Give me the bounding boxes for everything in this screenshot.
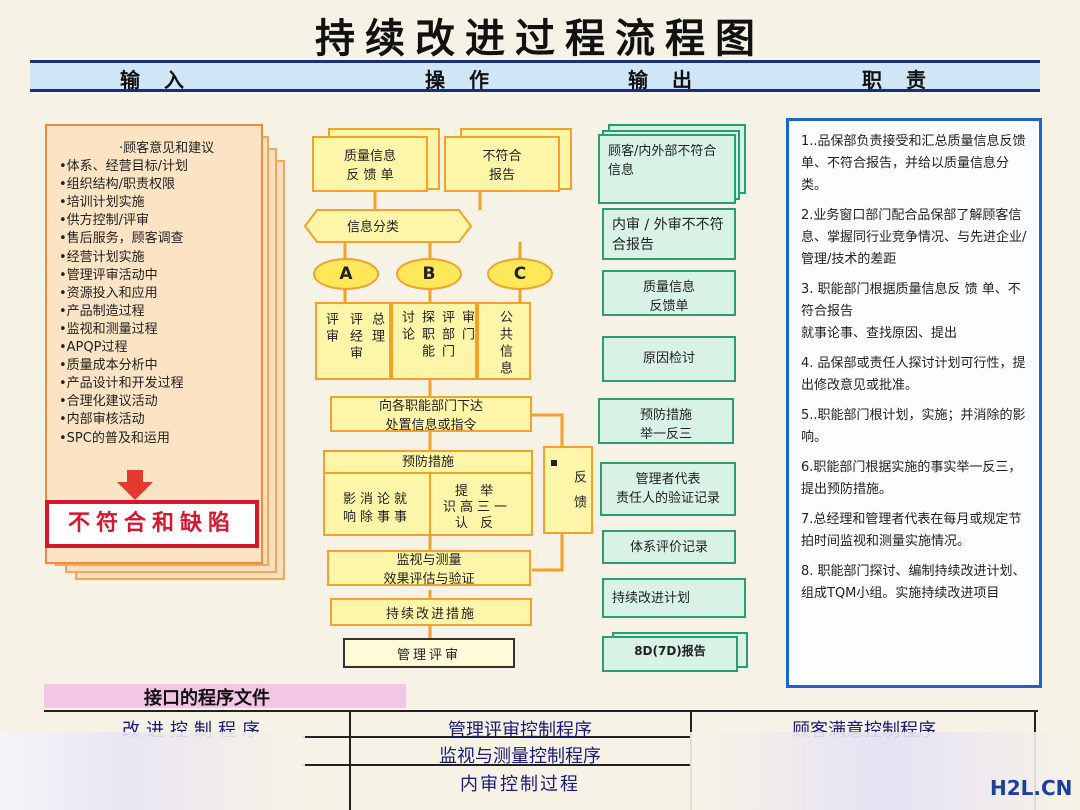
duty-item: 8. 职能部门探讨、编制持续改进计划、组成TQM小组。实施持续改进项目 xyxy=(801,564,1026,601)
dispatch-box: 向各职能部门下达 处置信息或指令 xyxy=(330,396,532,433)
decorative-overlay xyxy=(0,732,305,810)
header-bar xyxy=(30,60,1040,92)
prevent-box: 预防措施 影消论就 响除事事 提 举 识高三一 认 反 xyxy=(323,450,533,536)
table-rule xyxy=(44,710,1038,712)
header-input: 输入 xyxy=(120,68,208,92)
output-doc: 顾客/内外部不符合信息 xyxy=(598,134,736,204)
input-item: •供方控制/评审 xyxy=(59,213,150,229)
review-box: 管理评审 xyxy=(343,638,515,668)
col-c-box: 公共信息 xyxy=(477,302,531,380)
table-rule xyxy=(349,710,351,810)
duty-panel: 1..品保部负责接受和汇总质量信息反馈单、不符合报告，并给以质量信息分类。 2.… xyxy=(786,118,1042,688)
input-item: •培训计划实施 xyxy=(59,195,145,211)
divider xyxy=(429,474,431,534)
duty-item: 4. 品保部或责任人探讨计划可行性，提出修改意见或批准。 xyxy=(801,356,1026,393)
duty-item: 7.总经理和管理者代表在每月或规定节拍时间监视和测量实施情况。 xyxy=(801,512,1022,549)
classify-label: 信息分类 xyxy=(346,220,399,235)
output-doc: 内审 / 外审不不符合报告 xyxy=(602,208,736,260)
input-item: •资源投入和应用 xyxy=(59,285,158,301)
input-item: •管理评审活动中 xyxy=(59,267,158,283)
input-item: •SPC的普及和运用 xyxy=(59,430,170,446)
duty-item: 1..品保部负责接受和汇总质量信息反馈单、不符合报告，并给以质量信息分类。 xyxy=(801,134,1026,193)
quality-info-form: 质量信息 反 馈 单 xyxy=(312,136,428,192)
duty-item: 2.业务窗口部门配合品保部了解顾客信息、掌握同行业竞争情况、与先进企业/管理/技… xyxy=(801,208,1027,267)
table-rule xyxy=(302,764,690,766)
table-cell: 管理评审控制程序 xyxy=(448,720,592,741)
output-doc: 原因检讨 xyxy=(602,336,736,382)
prevent-right-text: 提 举 xyxy=(455,484,498,499)
col-b-text: 评部门 xyxy=(439,310,454,361)
table-cell: 内审控制过程 xyxy=(460,774,580,795)
input-item: •监视和测量过程 xyxy=(59,321,158,337)
input-list: ·顾客意见和建议 •体系、经营目标/计划 •组织结构/职责权限 •培训计划实施 … xyxy=(45,124,263,564)
input-item: •合理化建议活动 xyxy=(59,394,158,410)
col-a-box: 评审 评经审 总理 xyxy=(315,302,391,380)
classify-hexagon xyxy=(303,209,473,243)
decorative-overlay xyxy=(690,732,1080,810)
output-doc: 8D(7D)报告 xyxy=(602,636,738,672)
watermark: H2L.CN xyxy=(990,776,1073,800)
prevent-title: 预防措施 xyxy=(325,452,531,474)
col-c-text: 公共信息 xyxy=(497,310,512,378)
input-item: •体系、经营目标/计划 xyxy=(59,159,189,175)
duty-item: 5..职能部门根计划，实施；并消除的影响。 xyxy=(801,408,1026,445)
output-doc: 预防措施 举一反三 xyxy=(598,398,734,444)
prevent-right-text: 识高三一 xyxy=(443,500,512,515)
col-a-text: 总理 xyxy=(369,312,384,346)
bullet-dot xyxy=(551,460,557,466)
branch-a: A xyxy=(313,258,379,290)
input-item: •售后服务，顾客调查 xyxy=(59,231,184,247)
input-item: •产品制造过程 xyxy=(59,303,145,319)
input-item: •组织结构/职责权限 xyxy=(59,177,176,193)
output-doc: 质量信息 反馈单 xyxy=(602,270,736,316)
input-item: •经营计划实施 xyxy=(59,249,145,265)
nonconform-report: 不符合 报告 xyxy=(444,136,560,192)
output-doc: 管理者代表 责任人的验证记录 xyxy=(600,462,736,516)
duty-item: 3. 职能部门根据质量信息反 馈 单、不符合报告 就事论事、查找原因、提出 xyxy=(801,282,1021,341)
arrow-down-icon xyxy=(117,470,153,500)
output-doc: 持续改进计划 xyxy=(602,578,746,618)
output-doc: 体系评价记录 xyxy=(602,530,736,564)
header-operation: 操作 xyxy=(425,68,513,92)
page-title: 持续改进过程流程图 xyxy=(315,16,765,62)
feedback-box: 反馈 xyxy=(543,446,593,534)
col-a-text: 评经审 xyxy=(347,312,362,363)
input-item: •质量成本分析中 xyxy=(59,358,158,374)
duty-item: 6.职能部门根据实施的事实举一反三，提出预防措施。 xyxy=(801,460,1022,497)
branch-b: B xyxy=(396,258,462,290)
col-a-text: 评审 xyxy=(323,312,338,346)
header-output: 输出 xyxy=(628,68,716,92)
prevent-left-text: 响除事事 xyxy=(343,510,412,525)
defect-box: 不符合和缺陷 xyxy=(45,500,259,548)
feedback-label: 反馈 xyxy=(571,470,586,520)
input-item: •产品设计和开发过程 xyxy=(59,376,184,392)
table-rule xyxy=(302,736,690,738)
col-b-box: 讨论 探职能 评部门 审门 xyxy=(391,302,477,380)
input-item: •内部审核活动 xyxy=(59,412,145,428)
table-cell: 监视与测量控制程序 xyxy=(439,746,601,767)
improve-box: 持续改进措施 xyxy=(330,598,532,626)
branch-c: C xyxy=(487,258,553,290)
input-item: •APQP过程 xyxy=(59,340,128,356)
interface-label: 接口的程序文件 xyxy=(44,684,406,709)
header-duty: 职责 xyxy=(862,68,950,92)
prevent-left-text: 影消论就 xyxy=(343,492,412,507)
col-b-text: 审门 xyxy=(459,310,474,344)
col-b-text: 探职能 xyxy=(419,310,434,361)
col-b-text: 讨论 xyxy=(399,310,414,344)
input-item: ·顾客意见和建议 xyxy=(119,141,215,156)
monitor-box: 监视与测量 效果评估与验证 xyxy=(327,550,531,587)
prevent-right-text: 认 反 xyxy=(455,516,498,531)
